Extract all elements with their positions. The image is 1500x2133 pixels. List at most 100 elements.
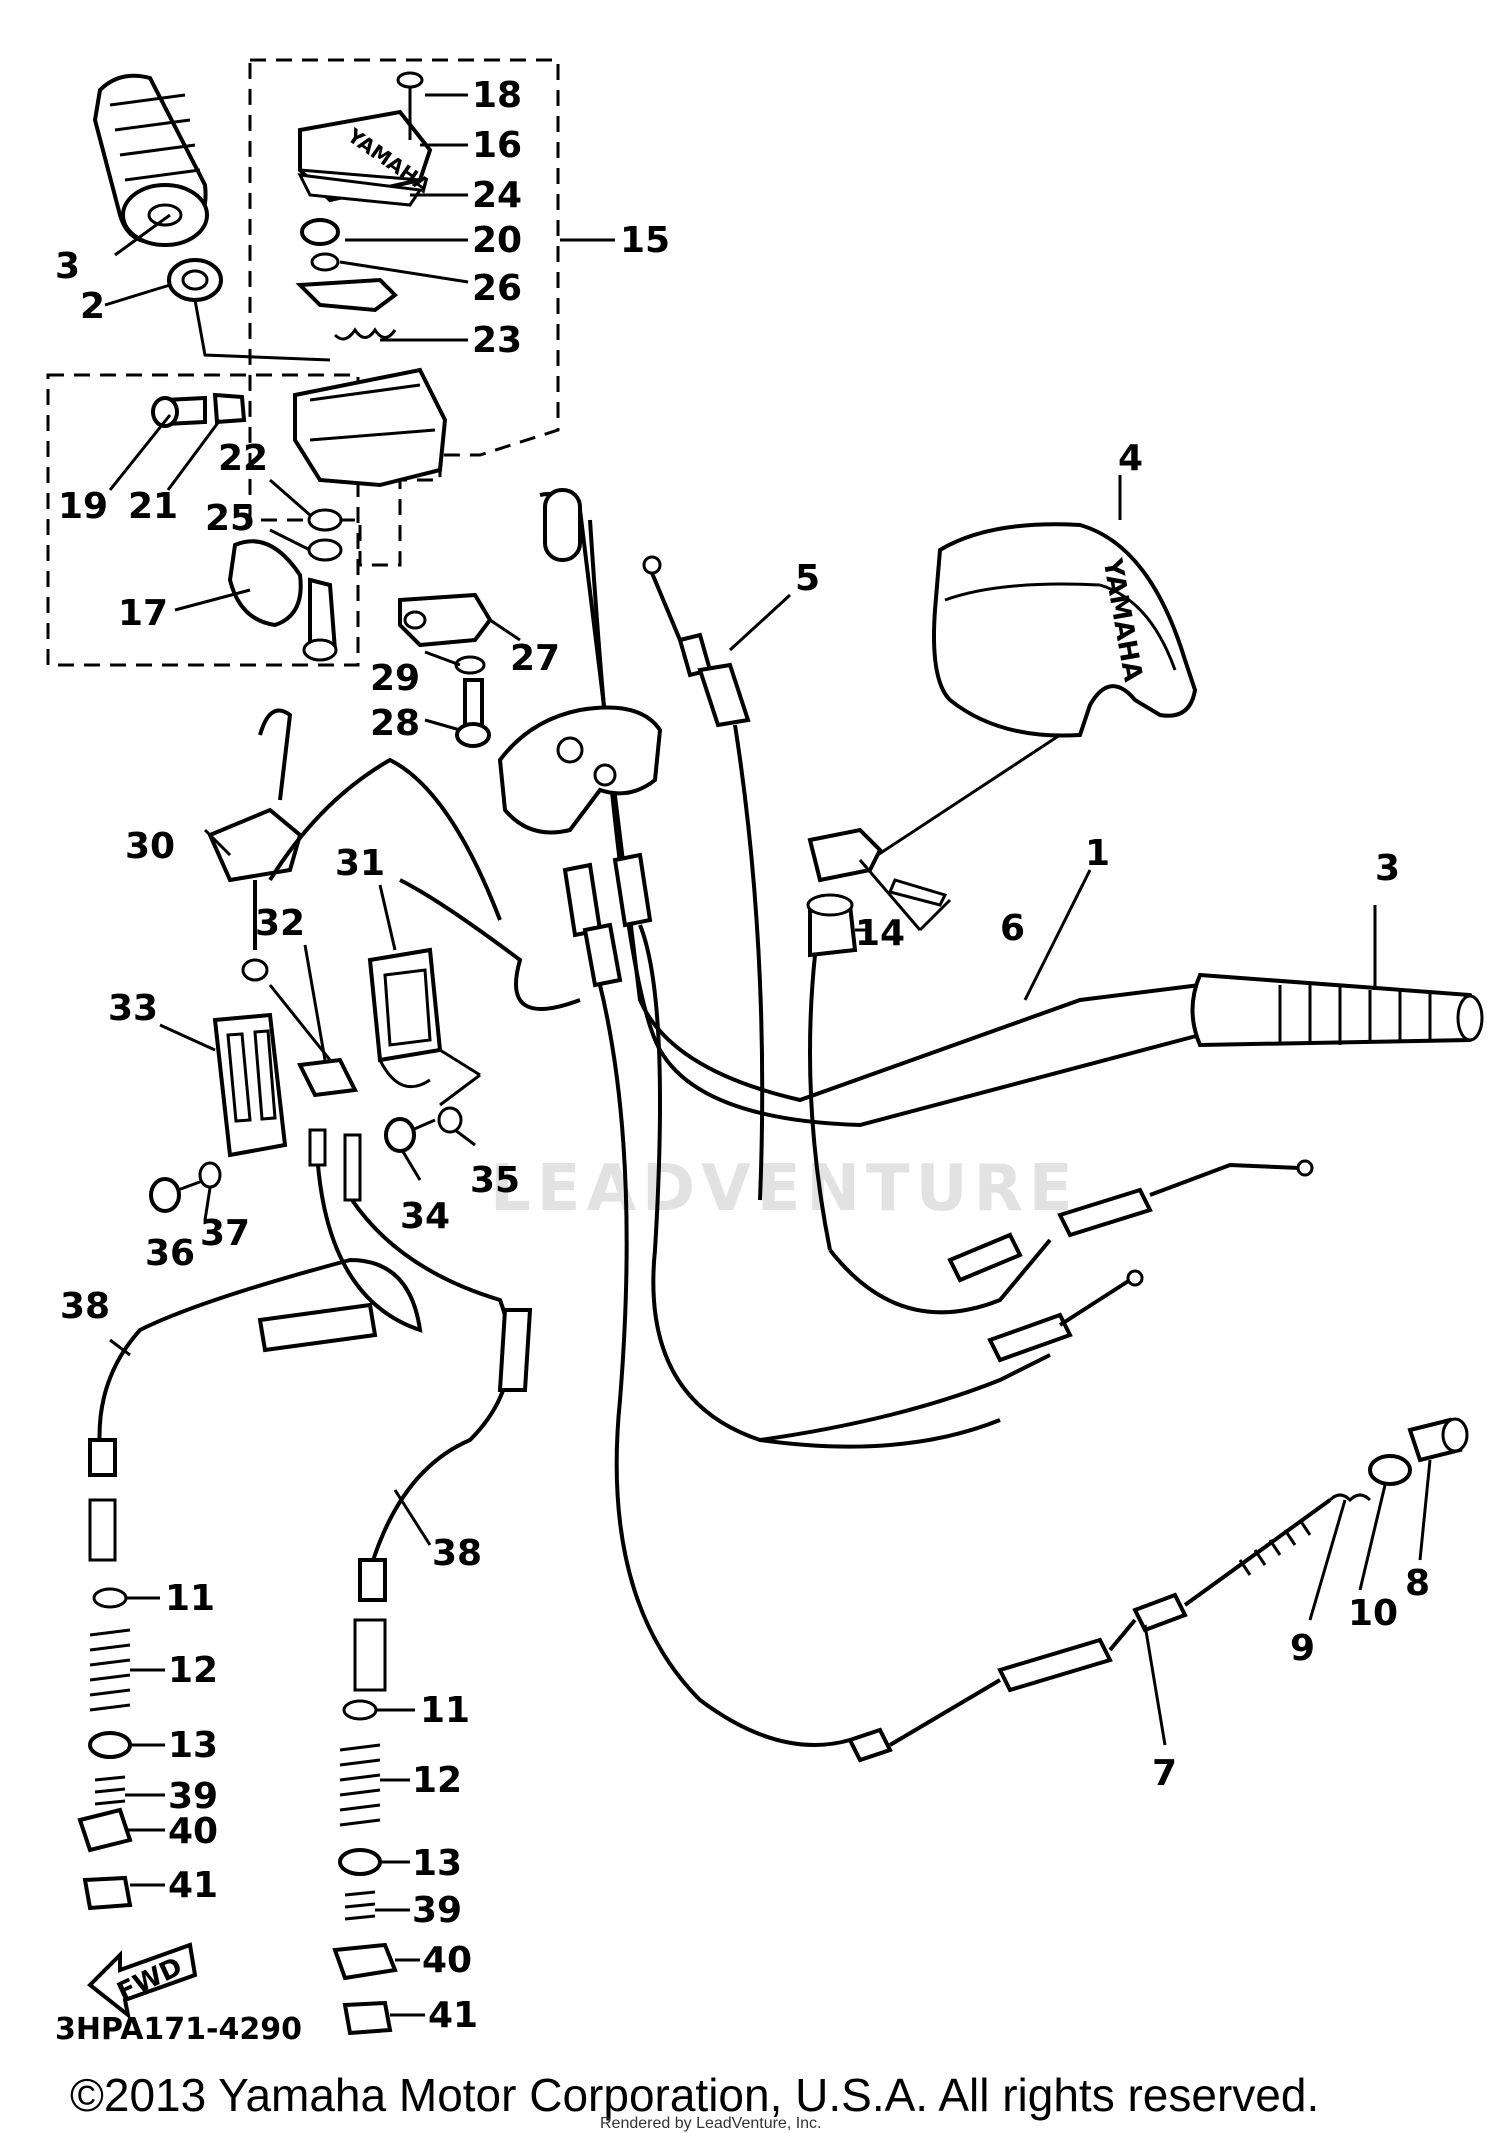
- pin: [887, 878, 948, 907]
- callout-9: 9: [1290, 1628, 1315, 1669]
- throttle-stop-switch: [806, 893, 858, 1251]
- forward-arrow: FWD: [86, 1942, 198, 2020]
- washer: [310, 252, 340, 272]
- callout-35: 35: [470, 1160, 520, 1201]
- throttle-housing: [293, 367, 448, 488]
- cover-gasket: [297, 173, 423, 207]
- callout-40-left: 40: [168, 1811, 218, 1852]
- callout-34: 34: [400, 1196, 450, 1237]
- unit-washer: [437, 1106, 463, 1134]
- clamp-bolt: [455, 678, 491, 748]
- callout-41-left: 41: [168, 1865, 218, 1906]
- unit-screw: [384, 1117, 436, 1153]
- callout-25: 25: [205, 498, 255, 539]
- callout-12-right: 12: [412, 1760, 462, 1801]
- throttle-clamp: [398, 592, 493, 648]
- left-grip: [92, 73, 209, 247]
- callout-24: 24: [472, 175, 522, 216]
- brake-cable-rear: [847, 1498, 1332, 1763]
- small-spring-right: [344, 1890, 376, 1921]
- callout-21: 21: [128, 486, 178, 527]
- sleeve-left: [77, 1807, 133, 1853]
- rendered-by-credit: Rendered by LeadVenture, Inc.: [600, 2115, 822, 2132]
- callout-5: 5: [795, 558, 820, 599]
- callout-1: 1: [1085, 833, 1110, 874]
- callout-18: 18: [472, 75, 522, 116]
- cap-left: [82, 1875, 133, 1911]
- callout-14: 14: [855, 913, 905, 954]
- callout-22: 22: [218, 438, 268, 479]
- callout-33: 33: [108, 988, 158, 1029]
- callout-32: 32: [255, 903, 305, 944]
- callout-11-right: 11: [420, 1690, 470, 1731]
- callout-13-right: 13: [412, 1843, 462, 1884]
- diagram-code: 3HPA171-4290: [55, 2012, 303, 2047]
- cable-end: [1407, 1417, 1469, 1463]
- callout-12-left: 12: [168, 1650, 218, 1691]
- throttle-cable: [642, 555, 765, 1201]
- callout-2: 2: [80, 286, 105, 327]
- group-box-throttle-lever: [46, 373, 360, 667]
- choke-cable-right: [343, 1133, 533, 1692]
- callout-37: 37: [200, 1213, 250, 1254]
- watermark: LEADVENTURE: [490, 1152, 1079, 1226]
- cover-screw: [396, 71, 424, 140]
- callout-3-left: 3: [55, 246, 80, 287]
- plate-screw: [149, 1177, 206, 1213]
- clip-left: [92, 1587, 128, 1609]
- copyright-notice: ©2013 Yamaha Motor Corporation, U.S.A. A…: [70, 2069, 1320, 2121]
- cable-holder: [268, 984, 359, 1098]
- washer-left: [88, 1731, 132, 1759]
- housing-nut: [212, 392, 247, 425]
- callout-40-right: 40: [422, 1940, 472, 1981]
- callout-6: 6: [1000, 908, 1025, 949]
- grip-ring: [167, 258, 223, 302]
- cable-to-right-upper: [828, 1159, 1314, 1315]
- clamp-washer: [454, 655, 486, 675]
- callout-23: 23: [472, 320, 522, 361]
- small-spring-left: [94, 1775, 126, 1806]
- cable-spring: [1328, 1493, 1372, 1503]
- switch-housing-cover: YAMAHA: [932, 522, 1198, 738]
- leader-lines: [104, 93, 1432, 2017]
- thumb-lever: [227, 539, 338, 662]
- brake-lever-bracket: [497, 705, 663, 835]
- callout-4: 4: [1118, 438, 1143, 479]
- switch-bracket: [807, 827, 883, 883]
- callout-20: 20: [472, 220, 522, 261]
- callout-28: 28: [370, 703, 420, 744]
- right-adjuster-stack: [332, 1699, 398, 2036]
- callout-numbers: 1 2 3 3 4 5 6 7 8 9 10 11 11 12 12 13 13…: [55, 75, 1430, 2036]
- clip-right: [342, 1699, 378, 1721]
- spring-right: [339, 1743, 381, 1827]
- spring-left: [89, 1628, 131, 1712]
- callout-7: 7: [1152, 1753, 1177, 1794]
- callout-11-left: 11: [165, 1578, 215, 1619]
- choke-lever: [207, 708, 502, 982]
- callout-16: 16: [472, 125, 522, 166]
- callout-31: 31: [335, 843, 385, 884]
- callout-13-left: 13: [168, 1725, 218, 1766]
- choke-cable-left: [88, 1128, 423, 1562]
- callout-39-right: 39: [412, 1890, 462, 1931]
- callout-3-right: 3: [1375, 848, 1400, 889]
- callout-8: 8: [1405, 1563, 1430, 1604]
- callout-39-left: 39: [168, 1776, 218, 1817]
- return-spring: [333, 327, 397, 341]
- callout-17: 17: [118, 593, 168, 634]
- leader-4-to-bracket: [869, 733, 1061, 862]
- washer-22: [307, 508, 343, 532]
- right-grip: [1190, 972, 1484, 1048]
- cable-joint: [1368, 1454, 1412, 1486]
- sleeve-right: [332, 1942, 398, 1981]
- brake-cables: [399, 852, 1001, 1747]
- callout-41-right: 41: [428, 1995, 478, 2036]
- switch-plate: [212, 1012, 288, 1158]
- throttle-lever-arm: [295, 277, 399, 313]
- leader-2-to-housing: [193, 299, 331, 362]
- switch-unit: [367, 947, 481, 1107]
- callout-19: 19: [58, 486, 108, 527]
- housing-screw: [151, 395, 207, 428]
- left-adjuster-stack: [77, 1587, 133, 1911]
